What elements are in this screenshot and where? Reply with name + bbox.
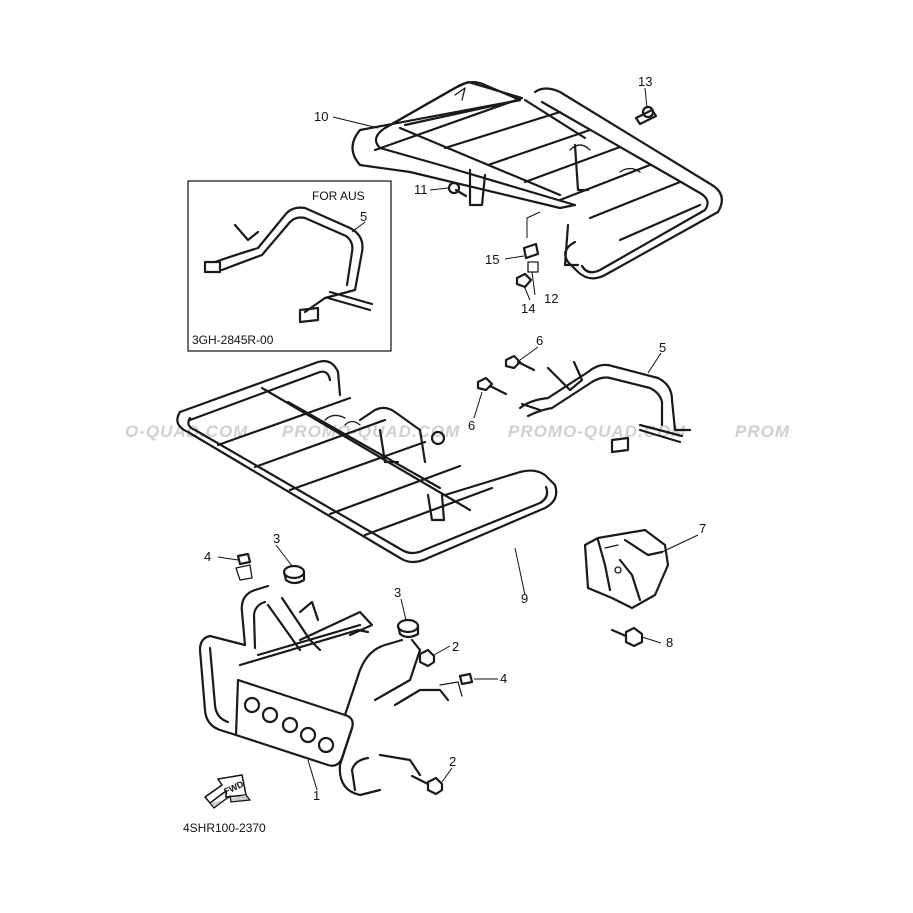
callout-5: 5 bbox=[659, 340, 666, 355]
caps-4 bbox=[236, 552, 474, 686]
callout-6: 6 bbox=[468, 418, 475, 433]
callout-2: 2 bbox=[452, 639, 459, 654]
inset-for-aus: FOR AUS 3GH-2845R-00 bbox=[187, 180, 392, 352]
hardware-rear bbox=[447, 105, 658, 289]
front-carrier bbox=[176, 360, 558, 564]
mount-bracket bbox=[583, 528, 670, 610]
front-guard bbox=[198, 564, 463, 797]
callout-11: 11 bbox=[414, 182, 428, 197]
bolts-2 bbox=[410, 648, 444, 796]
grommets-3 bbox=[282, 564, 420, 639]
watermark-text: PROMO-QUAD.COM bbox=[508, 422, 686, 441]
bolts-6 bbox=[476, 354, 536, 396]
callouts: 1 2 2 3 3 4 4 5 5 6 6 7 8 9 10 11 12 13 … bbox=[204, 74, 706, 803]
watermark: O-QUAD.COM PROMO-QUAD.COM PROMO-QUAD.COM… bbox=[125, 422, 790, 441]
callout-15: 15 bbox=[485, 252, 499, 267]
diagram-code: 4SHR100-2370 bbox=[183, 821, 266, 835]
callout-3: 3 bbox=[273, 531, 280, 546]
callout-5: 5 bbox=[360, 209, 367, 224]
inset-code: 3GH-2845R-00 bbox=[192, 333, 274, 347]
callout-9: 9 bbox=[521, 591, 528, 606]
leader-lines bbox=[217, 87, 699, 791]
callout-12: 12 bbox=[544, 291, 558, 306]
callout-8: 8 bbox=[666, 635, 673, 650]
callout-4: 4 bbox=[204, 549, 211, 564]
callout-14: 14 bbox=[521, 301, 535, 316]
bolt-8 bbox=[610, 626, 644, 648]
rear-carrier bbox=[351, 80, 723, 280]
carrier-bracket bbox=[518, 360, 692, 454]
callout-7: 7 bbox=[699, 521, 706, 536]
inset-frame bbox=[187, 180, 392, 352]
callout-3: 3 bbox=[394, 585, 401, 600]
callout-1: 1 bbox=[313, 788, 320, 803]
callout-10: 10 bbox=[314, 109, 328, 124]
callout-6: 6 bbox=[536, 333, 543, 348]
inset-title: FOR AUS bbox=[312, 189, 365, 203]
watermark-text: PROM bbox=[735, 422, 790, 441]
callout-4: 4 bbox=[500, 671, 507, 686]
callout-2: 2 bbox=[449, 754, 456, 769]
callout-13: 13 bbox=[638, 74, 652, 89]
forward-arrow-icon: FWD bbox=[203, 774, 252, 809]
